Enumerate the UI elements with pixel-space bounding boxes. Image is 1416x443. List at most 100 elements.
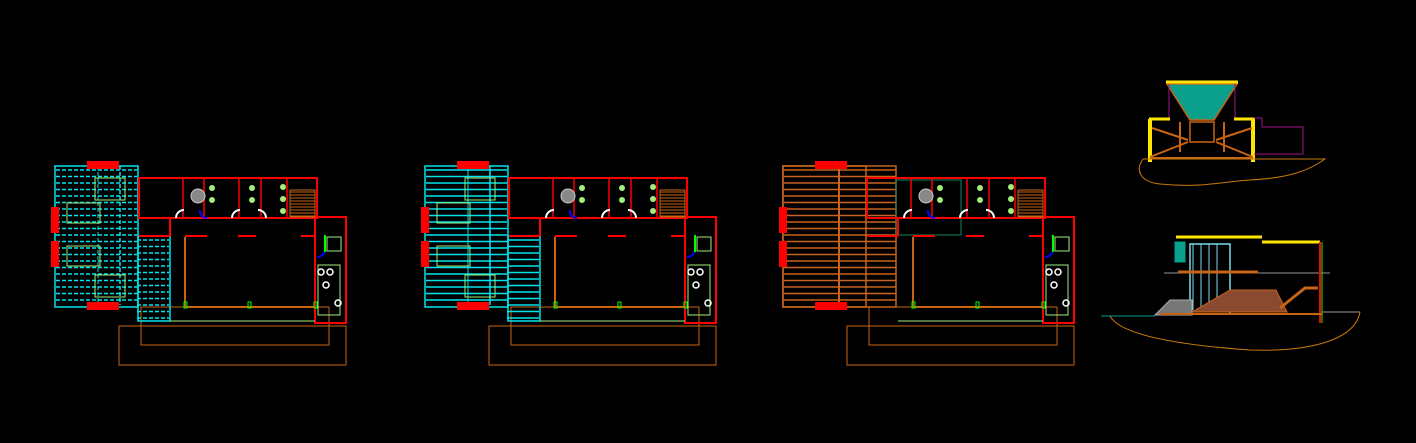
- sink-fixture: [1062, 299, 1070, 307]
- perspective-lines: [1149, 127, 1254, 158]
- column: [975, 301, 980, 309]
- door-swing: [903, 209, 913, 219]
- terrace-outline: [895, 179, 962, 236]
- roof-canopy: [1165, 83, 1239, 121]
- left-wing-outline: [424, 165, 509, 308]
- column: [183, 301, 188, 309]
- toilet-fixture: [280, 208, 286, 214]
- window-left: [779, 241, 787, 267]
- round-fixture: [560, 188, 576, 204]
- window-left: [421, 241, 429, 267]
- door-swing: [627, 209, 637, 219]
- sink-fixture: [1054, 268, 1062, 276]
- door-swing: [926, 209, 936, 220]
- toilet-fixture: [209, 185, 215, 191]
- door-swing: [545, 209, 555, 219]
- door-swing: [175, 209, 185, 219]
- window-top: [815, 161, 847, 169]
- column: [617, 301, 622, 309]
- site-outline-outer: [488, 325, 717, 366]
- door-swing: [568, 209, 578, 220]
- cabinet: [326, 236, 342, 252]
- window-top: [457, 161, 489, 169]
- door-swing: [231, 209, 241, 219]
- round-fixture: [190, 188, 206, 204]
- sink-fixture: [1050, 281, 1058, 289]
- sink-fixture: [322, 281, 330, 289]
- table-fixture: [94, 177, 126, 201]
- table-fixture: [94, 274, 126, 298]
- column: [911, 301, 916, 309]
- end-frame: [1189, 121, 1215, 143]
- site-outline-outer: [846, 325, 1075, 366]
- toilet-fixture: [937, 185, 943, 191]
- door-swing: [1044, 248, 1054, 258]
- service-block-walls: [138, 177, 318, 219]
- sink-fixture: [692, 281, 700, 289]
- sink-fixture: [696, 268, 704, 276]
- column: [313, 301, 318, 309]
- table-fixture: [66, 202, 101, 224]
- door-swing: [601, 209, 611, 219]
- right-block-walls: [684, 216, 717, 324]
- left-wing-extension: [137, 235, 171, 322]
- left-wing-outline: [54, 165, 139, 308]
- toilet-fixture: [249, 185, 255, 191]
- window-left: [421, 207, 429, 233]
- table-fixture: [464, 274, 496, 298]
- toilet-fixture: [209, 197, 215, 203]
- floor-plan-2: [421, 161, 717, 366]
- left-wing-outline: [782, 165, 867, 308]
- service-block-walls: [508, 177, 688, 219]
- table-fixture: [464, 177, 496, 201]
- upper-glazing: [1174, 241, 1186, 263]
- sink-fixture: [326, 268, 334, 276]
- round-fixture: [918, 188, 934, 204]
- column: [247, 301, 252, 309]
- site-outline-outer: [118, 325, 347, 366]
- kitchen-counter: [1045, 264, 1069, 316]
- door-swing: [686, 248, 696, 258]
- toilet-fixture: [619, 185, 625, 191]
- ramp: [1153, 299, 1193, 316]
- toilet-fixture: [650, 196, 656, 202]
- column: [1041, 301, 1046, 309]
- ground-profile: [1109, 311, 1361, 351]
- toilet-fixture: [280, 196, 286, 202]
- window-bottom: [457, 302, 489, 310]
- left-wing-floor: [54, 165, 171, 322]
- floor-perspective: [1190, 289, 1288, 313]
- toilet-fixture: [977, 185, 983, 191]
- table-fixture: [66, 245, 101, 267]
- window-top: [87, 161, 119, 169]
- window-left: [779, 207, 787, 233]
- door-swing: [985, 209, 995, 219]
- adjacent-outline: [1254, 117, 1304, 155]
- floor-plan-1: [51, 161, 347, 366]
- sink-fixture: [704, 299, 712, 307]
- toilet-fixture: [249, 197, 255, 203]
- toilet-fixture: [937, 197, 943, 203]
- longitudinal-section: [1101, 235, 1361, 351]
- window-left: [51, 207, 59, 233]
- toilet-fixture: [1008, 184, 1014, 190]
- service-block-walls: [866, 177, 1046, 219]
- right-block-walls: [314, 216, 347, 324]
- door-swing: [198, 209, 208, 220]
- toilet-fixture: [579, 197, 585, 203]
- toilet-fixture: [1008, 196, 1014, 202]
- door-swing: [316, 248, 326, 258]
- door-swing: [959, 209, 969, 219]
- cabinet: [1054, 236, 1070, 252]
- sink-fixture: [1045, 268, 1053, 276]
- toilet-fixture: [619, 197, 625, 203]
- toilet-fixture: [650, 208, 656, 214]
- cross-section: [1138, 80, 1327, 186]
- window-bottom: [87, 302, 119, 310]
- left-wing-floor: [424, 165, 541, 322]
- left-wing-floor: [782, 165, 962, 308]
- table-fixture: [436, 202, 471, 224]
- sink-fixture: [317, 268, 325, 276]
- toilet-fixture: [280, 184, 286, 190]
